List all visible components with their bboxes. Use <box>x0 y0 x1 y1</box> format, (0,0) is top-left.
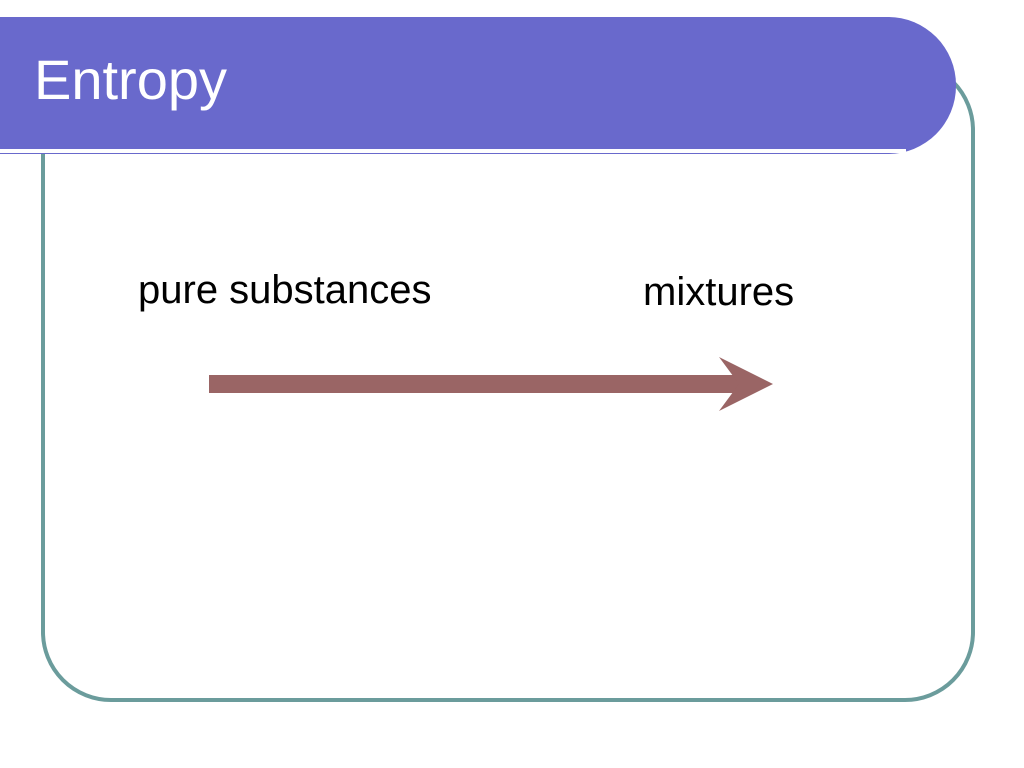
mixtures-label: mixtures <box>643 270 795 314</box>
title-bar <box>0 17 956 154</box>
pure-substances-label: pure substances <box>138 268 432 312</box>
slide-title: Entropy <box>34 48 227 111</box>
arrow-head <box>719 357 773 411</box>
title-underline <box>0 149 906 153</box>
arrow-shaft <box>209 375 739 393</box>
